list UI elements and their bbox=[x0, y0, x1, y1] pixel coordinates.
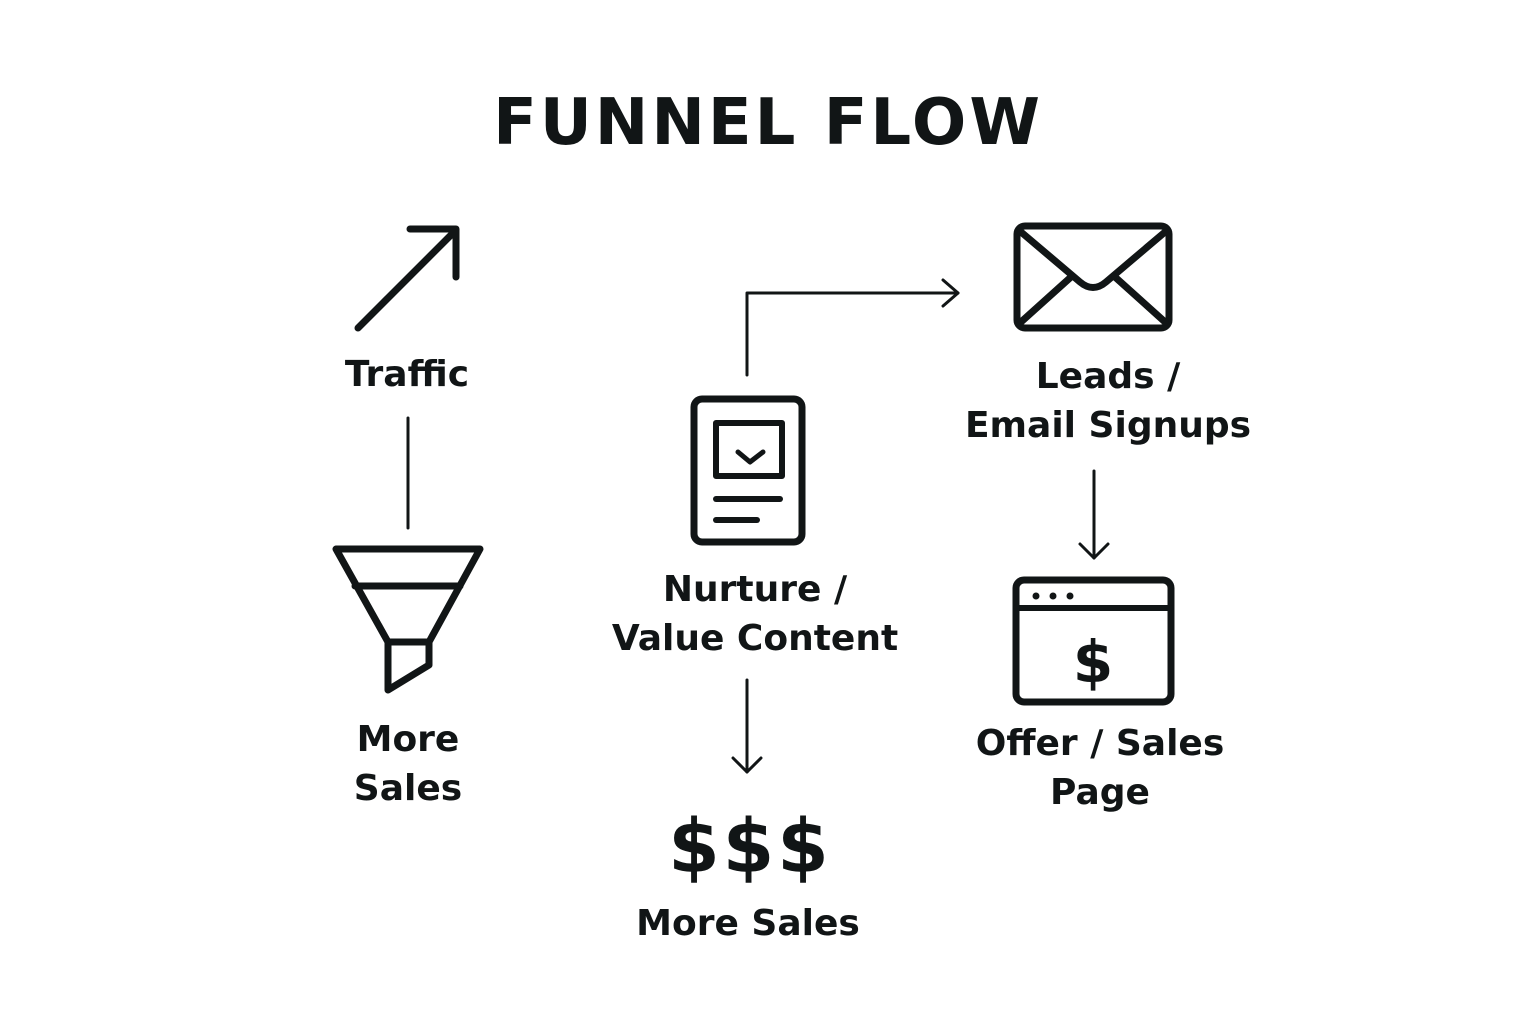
trend-arrow-icon bbox=[354, 225, 460, 332]
node-label-leads: Leads / Email Signups bbox=[938, 352, 1278, 450]
diagram-title: FUNNEL FLOW bbox=[493, 86, 1043, 160]
node-label-line: Offer / Sales bbox=[975, 723, 1225, 764]
envelope-icon bbox=[1013, 222, 1173, 332]
node-label-line: Email Signups bbox=[964, 405, 1252, 446]
node-label-line: More bbox=[356, 719, 460, 760]
content-card-icon bbox=[690, 395, 806, 546]
funnel-icon bbox=[332, 545, 484, 694]
browser-dollar-sign: $ bbox=[1073, 628, 1113, 696]
node-label-more-sales-left: More Sales bbox=[308, 715, 508, 813]
node-label-offer: Offer / Sales Page bbox=[950, 719, 1250, 817]
browser-dot-2 bbox=[1049, 592, 1057, 600]
node-label-more-sales-bottom: More Sales bbox=[636, 903, 860, 944]
connector-nurture-dollars bbox=[731, 678, 763, 774]
node-label-traffic: Traffic bbox=[344, 354, 470, 395]
browser-dot-3 bbox=[1066, 592, 1074, 600]
node-label-nurture: Nurture / Value Content bbox=[580, 565, 930, 663]
node-label-line: Nurture / bbox=[662, 569, 848, 610]
node-label-line: Leads / bbox=[1035, 356, 1181, 397]
node-label-line: Value Content bbox=[611, 618, 899, 659]
connector-leads-offer bbox=[1078, 469, 1110, 560]
node-label-line: Page bbox=[1050, 772, 1150, 813]
dollars-symbol: $$$ bbox=[668, 804, 832, 890]
browser-window-dollar-icon: $ bbox=[1012, 576, 1175, 706]
connector-nurture-leads bbox=[745, 278, 960, 377]
node-label-line: Sales bbox=[353, 768, 463, 809]
browser-dot-1 bbox=[1032, 592, 1040, 600]
